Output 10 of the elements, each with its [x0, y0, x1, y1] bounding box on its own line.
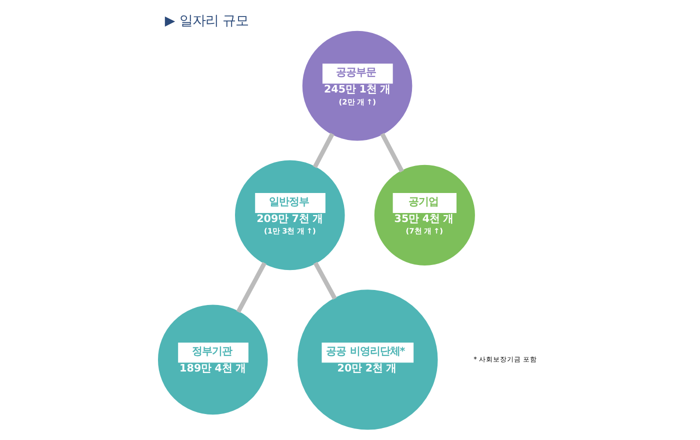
diagram-title: ▶ 일자리 규모	[164, 14, 248, 29]
connector	[312, 262, 336, 300]
node-circle: 공공부문 245만 1천 개 (2만 개 ↑)	[302, 30, 412, 141]
node-circle: 공공 비영리단체* 20만 2천 개	[297, 290, 438, 430]
node-circle: 공기업 35만 4천 개 (7천 개 ↑)	[374, 164, 474, 266]
connector	[236, 262, 266, 313]
node-circle: 일반정부 209만 7천 개 (1만 3천 개 ↑)	[234, 160, 344, 270]
connector	[312, 132, 334, 168]
node-circle: 정부기관 189만 4천 개	[157, 304, 268, 415]
connector	[380, 132, 404, 172]
